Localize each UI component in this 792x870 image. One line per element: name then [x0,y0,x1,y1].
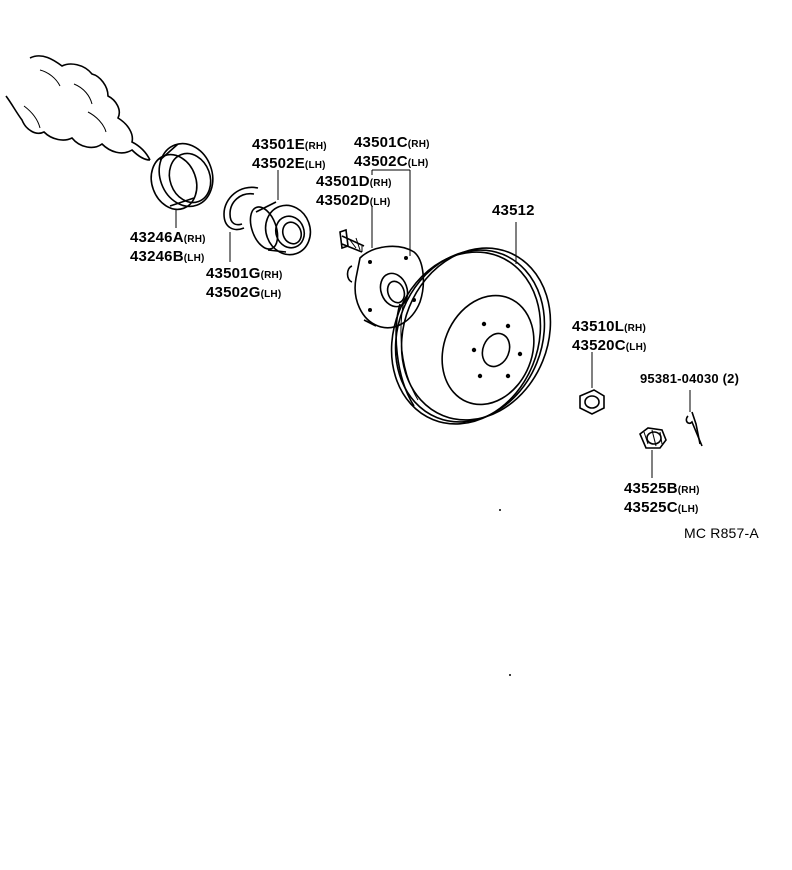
bearing-part [249,170,312,256]
diagram-reference-code: MC R857-A [684,525,759,541]
side-rh: (RH) [677,485,700,496]
side-lh: (LH) [369,197,391,208]
side-lh: (LH) [407,158,429,169]
side-rh: (RH) [183,234,206,245]
side-lh: (LH) [304,160,326,171]
snap-ring-part [223,186,259,262]
brake-disc-part [390,222,552,425]
side-lh: (LH) [677,504,699,515]
side-rh: (RH) [304,141,327,152]
part-number-rh: 43525B [624,480,678,497]
side-lh: (LH) [260,289,282,300]
snap-ring-label: 43501G(RH) 43502G(LH) [206,265,283,303]
steering-knuckle-cloud-outline [5,55,151,161]
part-number-rh: 43501G [206,265,261,282]
hub-nut-part [579,352,605,415]
hub-bolt-label: 43501D(RH) 43502D(LH) [316,173,392,211]
quantity: (2) [722,371,740,386]
part-number: 43512 [492,202,535,219]
part-number-lh: 43246B [130,248,184,265]
dust-cover-part [150,142,214,228]
part-number-lh: 43502G [206,284,261,301]
cotter-pin-label: 95381-04030 (2) [640,370,739,387]
part-number-rh: 43501D [316,173,370,190]
side-rh: (RH) [624,323,646,334]
part-number-rh: 43501C [354,134,408,151]
hub-nut-label: 43510L(RH) 43520C(LH) [572,318,647,356]
part-number-lh: 43525C [624,499,678,516]
part-number-rh: 43246A [130,229,184,246]
bearing-label: 43501E(RH) 43502E(LH) [252,136,327,174]
hub-label: 43501C(RH) 43502C(LH) [354,134,430,172]
disc-label: 43512 [492,202,535,219]
part-number-lh: 43502E [252,155,305,172]
part-number-lh: 43502C [354,153,408,170]
side-lh: (LH) [183,253,205,264]
cotter-pin-part [685,390,703,447]
part-number-rh: 43510L [572,318,625,335]
nut-lock-cap-part [639,427,667,478]
axle-hub-part [346,169,425,329]
dust-cover-label: 43246A(RH) 43246B(LH) [130,229,206,267]
side-rh: (RH) [369,178,392,189]
side-rh: (RH) [260,270,283,281]
part-number: 95381-04030 [640,371,719,386]
hub-bolt-part [339,228,365,253]
side-rh: (RH) [407,139,430,150]
part-number-rh: 43501E [252,136,305,153]
nut-lock-cap-label: 43525B(RH) 43525C(LH) [624,480,700,518]
side-lh: (LH) [625,342,647,353]
part-number-lh: 43520C [572,337,626,354]
part-number-lh: 43502D [316,192,370,209]
